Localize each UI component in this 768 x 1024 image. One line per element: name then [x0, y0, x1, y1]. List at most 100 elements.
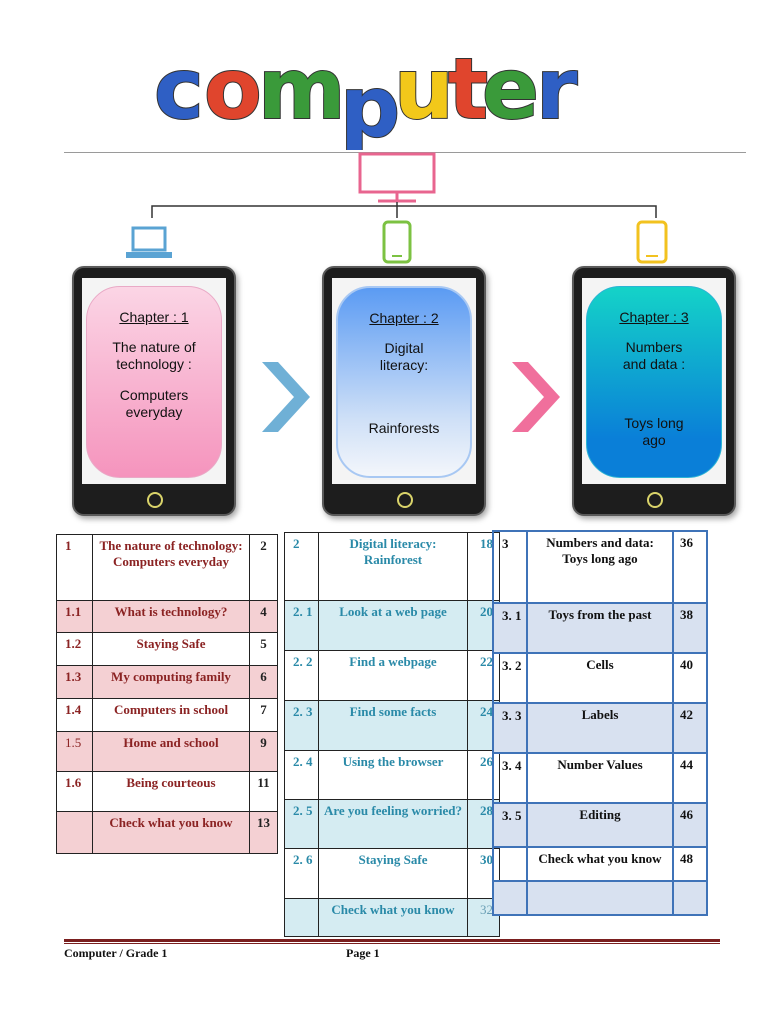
table-row: 2 Digital literacy: Rainforest 18	[284, 532, 500, 601]
row-label	[526, 880, 674, 916]
chapter-3-heading: Chapter : 3	[619, 309, 689, 325]
chapter-2-heading: Chapter : 2	[369, 310, 439, 326]
chapter-1-screen: Chapter : 1 The nature of technology : C…	[82, 278, 226, 484]
row-page: 44	[672, 752, 708, 804]
row-number	[492, 880, 528, 916]
table-row: Check what you know 32	[284, 898, 500, 937]
table-row: 2. 5 Are you feeling worried? 28	[284, 799, 500, 849]
row-number: 2. 1	[284, 600, 319, 651]
table-row: 2. 6 Staying Safe 30	[284, 848, 500, 899]
home-button-icon	[147, 492, 163, 508]
row-label: Editing	[526, 802, 674, 848]
table-row: 3 Numbers and data: Toys long ago 36	[492, 530, 708, 604]
table-row: 1.3 My computing family 6	[56, 665, 278, 699]
chapter-3-subtitle: Numbers and data :	[622, 339, 686, 372]
chapter-3-device: Chapter : 3 Numbers and data : Toys long…	[572, 266, 736, 516]
row-number: 3. 2	[492, 652, 528, 704]
row-number: 1.1	[56, 600, 93, 633]
row-number: 2. 6	[284, 848, 319, 899]
title-letter-o: o	[204, 40, 262, 138]
row-page: 46	[672, 802, 708, 848]
table-row: 2. 3 Find some facts 24	[284, 700, 500, 751]
table-row: 1 The nature of technology: Computers ev…	[56, 534, 278, 601]
table-row: 1.6 Being courteous 11	[56, 771, 278, 812]
row-number: 1.6	[56, 771, 93, 812]
table-row: 3. 3 Labels 42	[492, 702, 708, 754]
row-label: Being courteous	[92, 771, 250, 812]
chapter-3-card: Chapter : 3 Numbers and data : Toys long…	[586, 286, 722, 478]
chapter-diagram: Chapter : 1 The nature of technology : C…	[0, 150, 768, 520]
chevron-right-icon	[512, 362, 560, 432]
row-page: 2	[249, 534, 278, 601]
row-number: 2. 2	[284, 650, 319, 701]
table-row: 3. 5 Editing 46	[492, 802, 708, 848]
row-label: What is technology?	[92, 600, 250, 633]
chapter-3-topic: Toys long ago	[624, 415, 684, 448]
home-button-icon	[647, 492, 663, 508]
row-number: 1.5	[56, 731, 93, 772]
chapter-2-topic: Rainforests	[368, 420, 440, 436]
footer-rule-thin	[64, 943, 720, 944]
chapter-3-contents-table: 3 Numbers and data: Toys long ago 36 3. …	[492, 530, 708, 916]
row-label: Staying Safe	[92, 632, 250, 666]
row-label: Toys from the past	[526, 602, 674, 654]
chapter-2-device: Chapter : 2 Digital literacy: Rainforest…	[322, 266, 486, 516]
row-label: Using the browser	[318, 750, 468, 800]
row-page: 40	[672, 652, 708, 704]
table-row: 3. 1 Toys from the past 38	[492, 602, 708, 654]
row-number: 3. 3	[492, 702, 528, 754]
row-page: 6	[249, 665, 278, 699]
row-number: 1.4	[56, 698, 93, 732]
chapter-2-contents-table: 2 Digital literacy: Rainforest 18 2. 1 L…	[284, 532, 500, 937]
tablet-icon	[636, 220, 668, 264]
row-number: 1.3	[56, 665, 93, 699]
chapter-1-device: Chapter : 1 The nature of technology : C…	[72, 266, 236, 516]
row-number: 1	[56, 534, 93, 601]
row-label: Check what you know	[526, 846, 674, 882]
footer-course: Computer / Grade 1	[64, 946, 168, 960]
row-page: 9	[249, 731, 278, 772]
monitor-icon	[358, 152, 436, 203]
title-letter-r: r	[536, 40, 578, 138]
title-wordart: c o m p u t e r	[153, 39, 579, 157]
table-row: Check what you know 48	[492, 846, 708, 882]
table-row: 1.4 Computers in school 7	[56, 698, 278, 732]
row-label: Staying Safe	[318, 848, 468, 899]
row-label: Home and school	[92, 731, 250, 772]
chevron-right-icon	[262, 362, 310, 432]
row-page: 4	[249, 600, 278, 633]
row-page: 36	[672, 530, 708, 604]
row-page: 42	[672, 702, 708, 754]
row-label: Check what you know	[92, 811, 250, 854]
row-label: Cells	[526, 652, 674, 704]
row-number: 3. 5	[492, 802, 528, 848]
row-number: 3. 1	[492, 602, 528, 654]
chapter-3-screen: Chapter : 3 Numbers and data : Toys long…	[582, 278, 726, 484]
title-letter-u: u	[394, 40, 454, 138]
chapter-1-topic: Computers everyday	[119, 387, 189, 420]
chapter-1-card: Chapter : 1 The nature of technology : C…	[86, 286, 222, 478]
row-number: 3. 4	[492, 752, 528, 804]
row-number: 2. 5	[284, 799, 319, 849]
row-number: 2	[284, 532, 319, 601]
row-label: Find some facts	[318, 700, 468, 751]
footer-page-number: Page 1	[346, 946, 380, 960]
laptop-icon	[126, 226, 172, 258]
table-row: 1.2 Staying Safe 5	[56, 632, 278, 666]
title-letter-m: m	[258, 40, 346, 138]
row-label: Digital literacy: Rainforest	[318, 532, 468, 601]
chapter-1-heading: Chapter : 1	[119, 309, 189, 325]
row-label: Look at a web page	[318, 600, 468, 651]
footer-rule	[64, 939, 720, 942]
title-letter-p: p	[340, 58, 400, 150]
table-row: Check what you know 13	[56, 811, 278, 854]
table-row: 3. 4 Number Values 44	[492, 752, 708, 804]
table-row: 2. 4 Using the browser 26	[284, 750, 500, 800]
row-number: 1.2	[56, 632, 93, 666]
chapter-2-card: Chapter : 2 Digital literacy: Rainforest…	[336, 286, 472, 478]
chapter-2-screen: Chapter : 2 Digital literacy: Rainforest…	[332, 278, 476, 484]
row-label: The nature of technology: Computers ever…	[92, 534, 250, 601]
diagram-connectors	[126, 152, 668, 264]
title-letter-e: e	[482, 40, 539, 138]
